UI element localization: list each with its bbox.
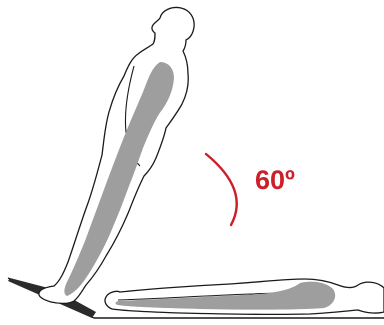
- lying-figure: [105, 279, 384, 314]
- standing-figure: [39, 7, 194, 303]
- standing-figure-outline: [39, 7, 194, 303]
- angle-arc: [206, 154, 237, 225]
- angle-indicator: 60º: [206, 154, 295, 225]
- angle-label: 60º: [255, 165, 295, 195]
